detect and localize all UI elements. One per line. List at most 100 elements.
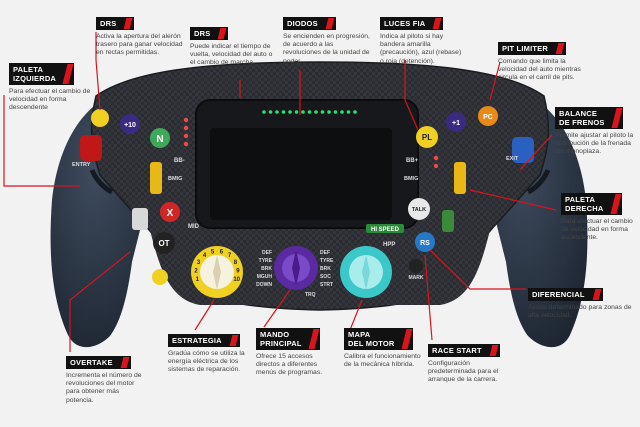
label-balance-frenos-title: BALANCE DE FRENOS (555, 107, 623, 129)
label-mapa-motor-text: Calibra el funcionamiento de la mecánica… (344, 353, 421, 369)
bmig-right-label: BMIG (404, 176, 418, 182)
label-mapa-motor: MAPA DEL MOTOR Calibra el funcionamiento… (344, 328, 422, 369)
label-luces-fia: LUCES FIA Indica al piloto si hay bander… (380, 13, 464, 66)
bb-left-thumbwheel[interactable] (150, 162, 162, 194)
mid-label: MID (188, 224, 200, 230)
exit-rotary[interactable] (512, 137, 534, 163)
main-mode-rotary[interactable] (274, 246, 318, 290)
label-diodos: DIODOS Se encienden en progresión, de ac… (283, 13, 373, 66)
plus10-button[interactable] (120, 114, 140, 134)
shift-led (275, 110, 279, 114)
label-estrategia-text: Gradúa cómo se utiliza la energía eléctr… (168, 350, 245, 374)
x-label: X (167, 208, 174, 219)
label-pit-limiter: PIT LIMITER Comando que limita la veloci… (498, 38, 582, 83)
bb-minus-label: BB- (174, 158, 185, 164)
ot-label: OT (158, 239, 169, 248)
plus10-label: +10 (124, 122, 136, 129)
shift-leds (262, 110, 357, 114)
strategy-number: 3 (197, 260, 201, 266)
label-paleta-izquierda-title: PALETA IZQUIERDA (9, 63, 75, 85)
shift-led (353, 110, 357, 114)
label-overtake-text: Incrementa el número de revoluciones del… (66, 372, 142, 404)
shift-led (281, 110, 286, 114)
label-diferencial: DIFERENCIAL Ajuste determinado para zona… (528, 284, 634, 320)
strategy-number: 4 (203, 253, 207, 259)
strategy-rotary[interactable] (191, 246, 243, 298)
strategy-number: 1 (196, 277, 200, 283)
bmig-left-label: BMIG (168, 176, 182, 182)
label-paleta-derecha-text: Para efectuar el cambio de velocidad en … (561, 218, 633, 242)
mando-setting-label: DOWN (256, 282, 272, 288)
mando-setting-label: MGUH (257, 274, 273, 280)
label-pit-limiter-title: PIT LIMITER (498, 42, 566, 55)
shift-led (333, 110, 338, 114)
label-balance-frenos: BALANCE DE FRENOS Permite ajustar al pil… (555, 107, 637, 157)
plus1-button[interactable] (446, 112, 466, 132)
strategy-number: 9 (236, 268, 240, 274)
label-race-start-text: Configuración predeterminada para el arr… (428, 360, 499, 384)
strategy-number: 6 (220, 250, 224, 256)
label-race-start-title: RACE START (428, 344, 500, 357)
engine-map-rotary[interactable] (340, 246, 392, 298)
ot-button[interactable] (153, 232, 175, 254)
callout-lines (3, 32, 557, 352)
label-diodos-title: DIODOS (283, 17, 336, 30)
dash-screen (210, 128, 392, 220)
shift-led (268, 110, 273, 114)
shift-led (320, 110, 325, 114)
label-diodos-text: Se encienden en progresión, de acuerdo a… (283, 33, 370, 65)
mando-setting-label: DEF (262, 250, 272, 256)
label-paleta-izquierda-text: Para efectuar el cambio de velocidad en … (9, 88, 91, 112)
shift-led (327, 110, 331, 114)
status-dots (183, 117, 439, 169)
x-button[interactable] (160, 202, 180, 222)
drs-button[interactable] (91, 109, 109, 127)
talk-button[interactable] (408, 198, 430, 220)
label-paleta-derecha: PALETA DERECHA Para efectuar el cambio d… (561, 193, 635, 243)
label-estrategia: ESTRATEGIA Gradúa cómo se utiliza la ene… (168, 330, 246, 375)
neutral-label: N (156, 134, 163, 145)
mando-setting-label: DEF (320, 250, 330, 256)
bottom-left-button[interactable] (152, 269, 168, 285)
mark-button[interactable] (409, 259, 423, 273)
hpp-label: HPP (383, 242, 395, 248)
shift-led (314, 110, 318, 114)
neutral-button[interactable] (150, 128, 170, 148)
strategy-number: 2 (194, 268, 198, 274)
label-race-start: RACE START Configuración predeterminada … (428, 340, 516, 385)
label-diferencial-text: Ajuste determinado para zonas de alta ve… (528, 304, 632, 320)
pc-button[interactable] (478, 106, 498, 126)
strategy-number: 10 (233, 277, 240, 283)
label-luces-fia-title: LUCES FIA (380, 17, 444, 30)
pl-button[interactable] (416, 126, 438, 148)
pc-label: PC (483, 114, 493, 121)
entry-rotary[interactable] (80, 135, 102, 161)
right-paddle[interactable] (526, 168, 551, 195)
mando-setting-label: STRT (320, 282, 333, 288)
pl-label: PL (422, 133, 432, 142)
shift-led (340, 110, 344, 114)
shift-led (288, 110, 292, 114)
left-paddle[interactable] (89, 168, 114, 195)
label-mapa-motor-title: MAPA DEL MOTOR (344, 328, 413, 350)
plus1-label: +1 (452, 120, 460, 127)
label-paleta-derecha-title: PALETA DERECHA (561, 193, 622, 215)
label-mando-principal-text: Ofrece 15 accesos directos a diferentes … (256, 353, 323, 377)
label-drs-mid-title: DRS (190, 27, 229, 40)
label-overtake: OVERTAKE Incrementa el número de revoluc… (66, 352, 146, 405)
mando-setting-label: SOC (320, 274, 331, 280)
rs-button[interactable] (415, 232, 435, 252)
strategy-number: 5 (211, 250, 215, 256)
bb-plus-label: BB+ (406, 158, 419, 164)
right-grip-switch[interactable] (442, 210, 454, 232)
label-drs-mid: DRS Puede indicar el tiempo de vuelta, v… (190, 23, 278, 68)
shift-led (294, 110, 299, 114)
shift-led (301, 110, 305, 114)
bb-right-thumbwheel[interactable] (454, 162, 466, 194)
left-grip-switch[interactable] (132, 208, 148, 230)
mando-setting-label: BRK (261, 266, 272, 272)
